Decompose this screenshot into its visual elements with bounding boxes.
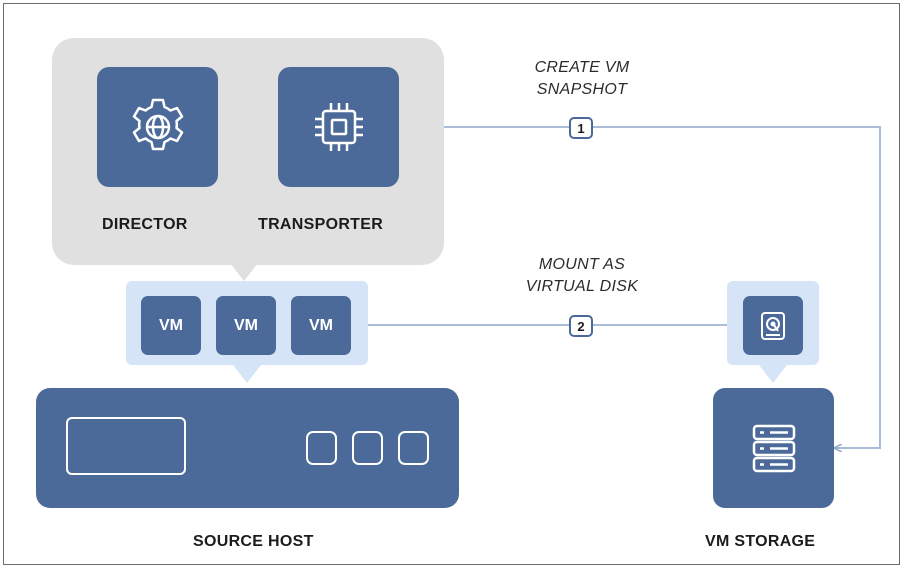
server-rack-icon [744, 418, 804, 478]
host-port-icon [306, 431, 337, 465]
host-screen-icon [66, 417, 186, 475]
vm-tile-3[interactable]: VM [291, 296, 351, 355]
step2-label: MOUNT AS VIRTUAL DISK [502, 254, 662, 298]
virtual-disk-pointer [759, 365, 787, 383]
vm-tile-1[interactable]: VM [141, 296, 201, 355]
vm-storage-label: VM STORAGE [705, 533, 816, 550]
snapshot-arrow [444, 126, 881, 448]
gear-globe-icon [125, 94, 191, 160]
director-node[interactable] [97, 67, 218, 187]
transporter-label: TRANSPORTER [258, 216, 384, 233]
step1-label-line2: SNAPSHOT [536, 81, 628, 98]
step2-badge: 2 [569, 315, 593, 337]
cpu-chip-icon [309, 97, 369, 157]
step2-label-line2: VIRTUAL DISK [525, 278, 639, 295]
step2-label-line1: MOUNT AS [538, 256, 626, 273]
host-port-icon [352, 431, 383, 465]
vm-pointer [233, 365, 261, 383]
source-host-node[interactable] [36, 388, 459, 508]
group-pointer [230, 263, 258, 281]
step1-badge: 1 [569, 117, 593, 139]
virtual-disk-node[interactable] [743, 296, 803, 355]
vm-storage-node[interactable] [713, 388, 834, 508]
vm-tile-2[interactable]: VM [216, 296, 276, 355]
host-port-icon [398, 431, 429, 465]
step1-label: CREATE VM SNAPSHOT [508, 57, 656, 101]
transporter-node[interactable] [278, 67, 399, 187]
step1-label-line1: CREATE VM [534, 59, 630, 76]
source-host-label: SOURCE HOST [193, 533, 314, 550]
director-label: DIRECTOR [102, 216, 188, 233]
hard-disk-icon [759, 311, 787, 341]
